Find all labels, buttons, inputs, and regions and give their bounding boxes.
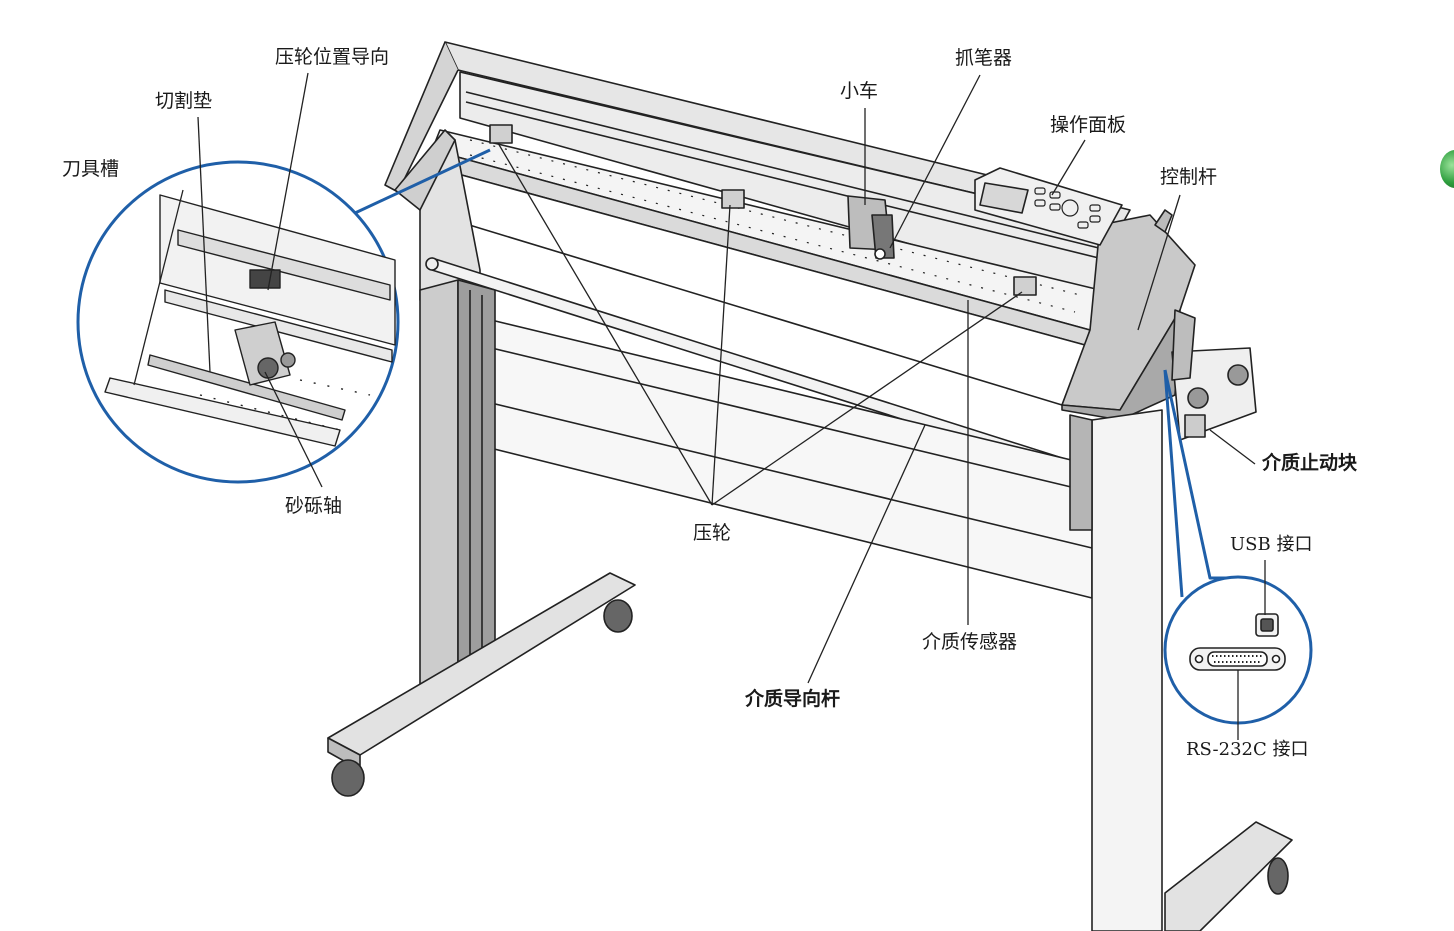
green-orb-icon	[1440, 150, 1454, 188]
leader-lines	[133, 72, 1266, 740]
label-pinch-roller: 压轮	[693, 522, 732, 544]
label-roller-position-guide: 压轮位置导向	[275, 46, 390, 68]
magnified-inset	[76, 148, 491, 484]
label-tool-groove: 刀具槽	[62, 158, 120, 180]
label-control-lever: 控制杆	[1160, 166, 1218, 188]
label-control-panel: 操作面板	[1050, 114, 1127, 136]
label-media-stopper: 介质止动块	[1262, 452, 1358, 474]
label-cutting-mat: 切割垫	[155, 90, 213, 112]
stand	[327, 279, 1293, 931]
label-grit-shaft: 砂砾轴	[285, 495, 343, 517]
label-carriage: 小车	[840, 80, 879, 102]
label-media-guide-rod: 介质导向杆	[745, 688, 841, 710]
label-pen-holder: 抓笔器	[955, 47, 1013, 69]
label-media-sensor: 介质传感器	[922, 631, 1018, 653]
label-usb-port: USB 接口	[1230, 534, 1313, 555]
label-rs232c-port: RS-232C 接口	[1186, 739, 1309, 760]
